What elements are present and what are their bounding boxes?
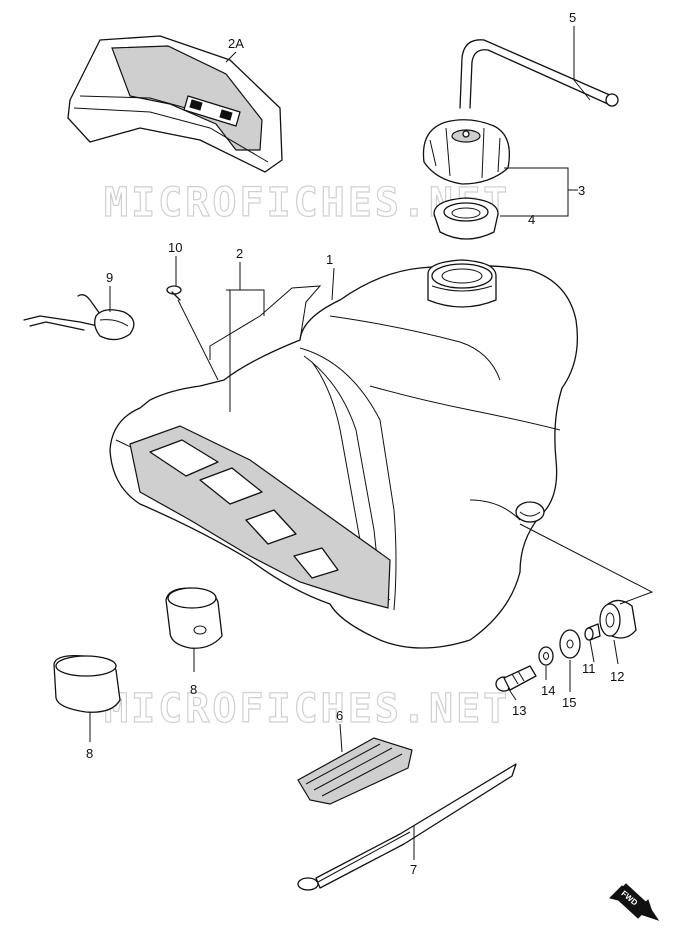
callout-14: 14 <box>541 683 555 698</box>
callout-5: 5 <box>569 10 576 25</box>
callout-4: 4 <box>528 212 535 227</box>
part-1-fuel-tank[interactable] <box>109 259 579 649</box>
callout-3: 3 <box>578 183 585 198</box>
part-4-cap-gasket[interactable] <box>433 197 499 240</box>
part-5-breather-hose[interactable] <box>459 39 619 109</box>
leader-lines <box>89 26 654 860</box>
callout-12: 12 <box>610 669 624 684</box>
part-3-fuel-cap[interactable] <box>422 119 511 185</box>
callout-7: 7 <box>410 862 417 877</box>
callout-2a: 2A <box>228 36 244 51</box>
callout-11: 11 <box>582 661 596 676</box>
watermark-bottom: MICROFICHES.NET <box>104 686 510 732</box>
callout-1: 1 <box>326 252 333 267</box>
callout-9: 9 <box>106 270 113 285</box>
part-9-clip[interactable] <box>23 294 135 341</box>
callout-13: 13 <box>512 703 526 718</box>
part-7-strip[interactable] <box>297 763 517 891</box>
part-6-cushion[interactable] <box>297 737 413 805</box>
part-8-damper-upper[interactable] <box>165 587 223 649</box>
part-13-bolt[interactable] <box>495 665 537 692</box>
part-2a-side-cover[interactable] <box>67 35 283 173</box>
callout-2: 2 <box>236 246 243 261</box>
part-15-washer[interactable] <box>559 629 581 659</box>
part-10-screw[interactable] <box>166 285 182 301</box>
forward-arrow-icon: FWD <box>609 883 660 921</box>
callout-10: 10 <box>168 240 182 255</box>
callout-8-upper: 8 <box>190 682 197 697</box>
callout-6: 6 <box>336 708 343 723</box>
callout-8-lower: 8 <box>86 746 93 761</box>
callout-15: 15 <box>562 695 576 710</box>
callout-labels: 2A 5 3 4 10 2 1 9 8 8 11 12 13 14 15 6 7 <box>86 10 624 877</box>
part-12-grommet[interactable] <box>599 599 637 639</box>
part-8-damper-lower[interactable] <box>53 655 121 713</box>
part-11-collar[interactable] <box>584 623 601 641</box>
part-14-washer[interactable] <box>538 646 554 666</box>
